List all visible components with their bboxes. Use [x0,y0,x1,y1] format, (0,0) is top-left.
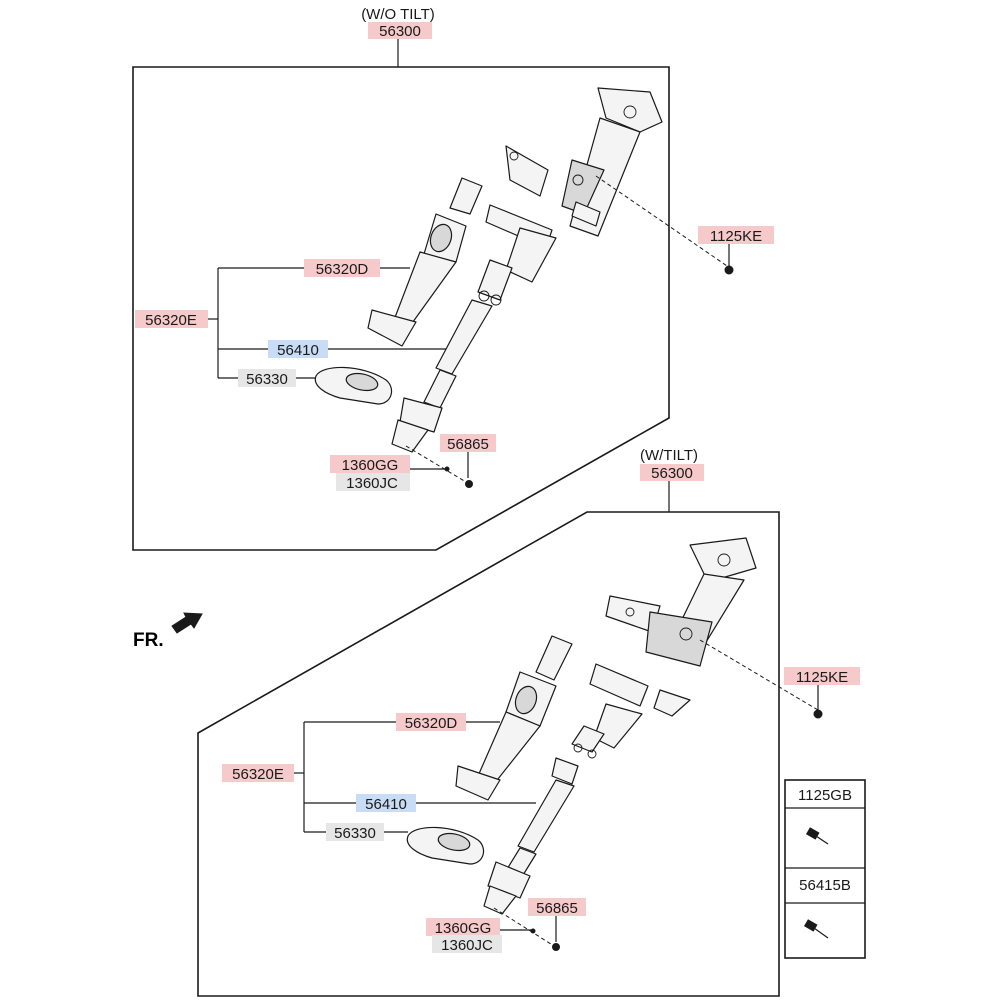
upper-label-1360jc[interactable]: 1360JC [346,475,398,492]
lower-bolt-1125ke-icon [813,694,823,719]
upper-bolt-1125ke-icon [724,257,734,275]
upper-label-1125ke[interactable]: 1125KE [710,228,762,245]
upper-56330-highlight [238,369,296,387]
legend-frame [784,779,866,959]
upper-56410-highlight [268,340,328,358]
upper-assembly: (W/O TILT) 56300 1125KE [132,6,774,551]
legend-label-56415b[interactable]: 56415B [799,877,851,894]
upper-intermediate-shaft [391,259,513,453]
upper-header: (W/O TILT) [361,6,435,23]
lower-bolt-dash [493,907,555,947]
upper-bolt-dash [405,445,467,483]
lower-dust-plate [406,826,485,865]
upper-assembly-number[interactable]: 56300 [379,23,421,40]
lower-56320e-highlight [222,764,294,782]
lower-label-56865[interactable]: 56865 [536,900,578,917]
lower-boot-cover [455,635,573,801]
lower-1360gg-highlight [426,918,500,936]
lower-header: (W/TILT) [640,447,698,464]
lower-56320d-highlight [396,713,466,731]
lower-label-1360gg[interactable]: 1360GG [435,920,492,937]
upper-bolt-56865-icon [444,466,473,488]
lower-label-56410[interactable]: 56410 [365,796,407,813]
upper-56865-highlight [440,434,496,452]
upper-1360jc-highlight [336,473,410,491]
lower-label-56330[interactable]: 56330 [334,825,376,842]
lower-assembly-highlight [640,464,704,481]
lower-assembly: (W/TILT) 56300 1125KE [197,447,860,997]
lower-steering-column [589,537,757,749]
lower-1125ke-highlight [784,667,860,685]
lower-label-1125ke[interactable]: 1125KE [796,669,848,686]
upper-boot-cover [367,177,483,347]
fr-label: FR. [133,630,164,651]
upper-bracket-leaders [208,267,446,379]
upper-label-56330[interactable]: 56330 [246,371,288,388]
upper-1360gg-highlight [330,455,410,473]
upper-56320e-highlight [135,310,208,328]
upper-label-56320e[interactable]: 56320E [145,312,197,329]
lower-1360jc-highlight [432,935,502,953]
bolt-56415b-icon [803,919,829,939]
legend-label-1125gb[interactable]: 1125GB [798,787,852,804]
lower-bracket-leaders [294,721,536,833]
upper-1125ke-highlight [698,226,774,244]
lower-label-56320d[interactable]: 56320D [405,715,458,732]
lower-assembly-number[interactable]: 56300 [651,465,693,482]
fastener-legend: 1125GB 56415B [784,779,866,959]
upper-1125ke-dash [595,175,731,269]
lower-intermediate-shaft [483,725,605,915]
lower-56330-highlight [326,823,384,841]
upper-steering-column [485,87,663,283]
upper-label-56410[interactable]: 56410 [277,342,319,359]
bolt-1125gb-icon [805,827,829,845]
lower-bolt-56865-icon [530,928,560,951]
upper-assembly-highlight [368,22,432,39]
lower-frame [197,511,780,997]
upper-label-1360gg[interactable]: 1360GG [342,457,399,474]
upper-dust-plate [314,366,393,405]
upper-frame [132,66,670,551]
front-direction-indicator: FR. [133,612,203,651]
lower-label-56320e[interactable]: 56320E [232,766,284,783]
lower-label-1360jc[interactable]: 1360JC [441,937,493,954]
lower-56410-highlight [356,794,416,812]
upper-56320d-highlight [304,259,380,277]
lower-1125ke-dash [699,639,819,711]
lower-56865-highlight [528,898,586,916]
fr-arrow-icon [171,612,203,634]
upper-label-56320d[interactable]: 56320D [316,261,369,278]
upper-label-56865[interactable]: 56865 [447,436,489,453]
